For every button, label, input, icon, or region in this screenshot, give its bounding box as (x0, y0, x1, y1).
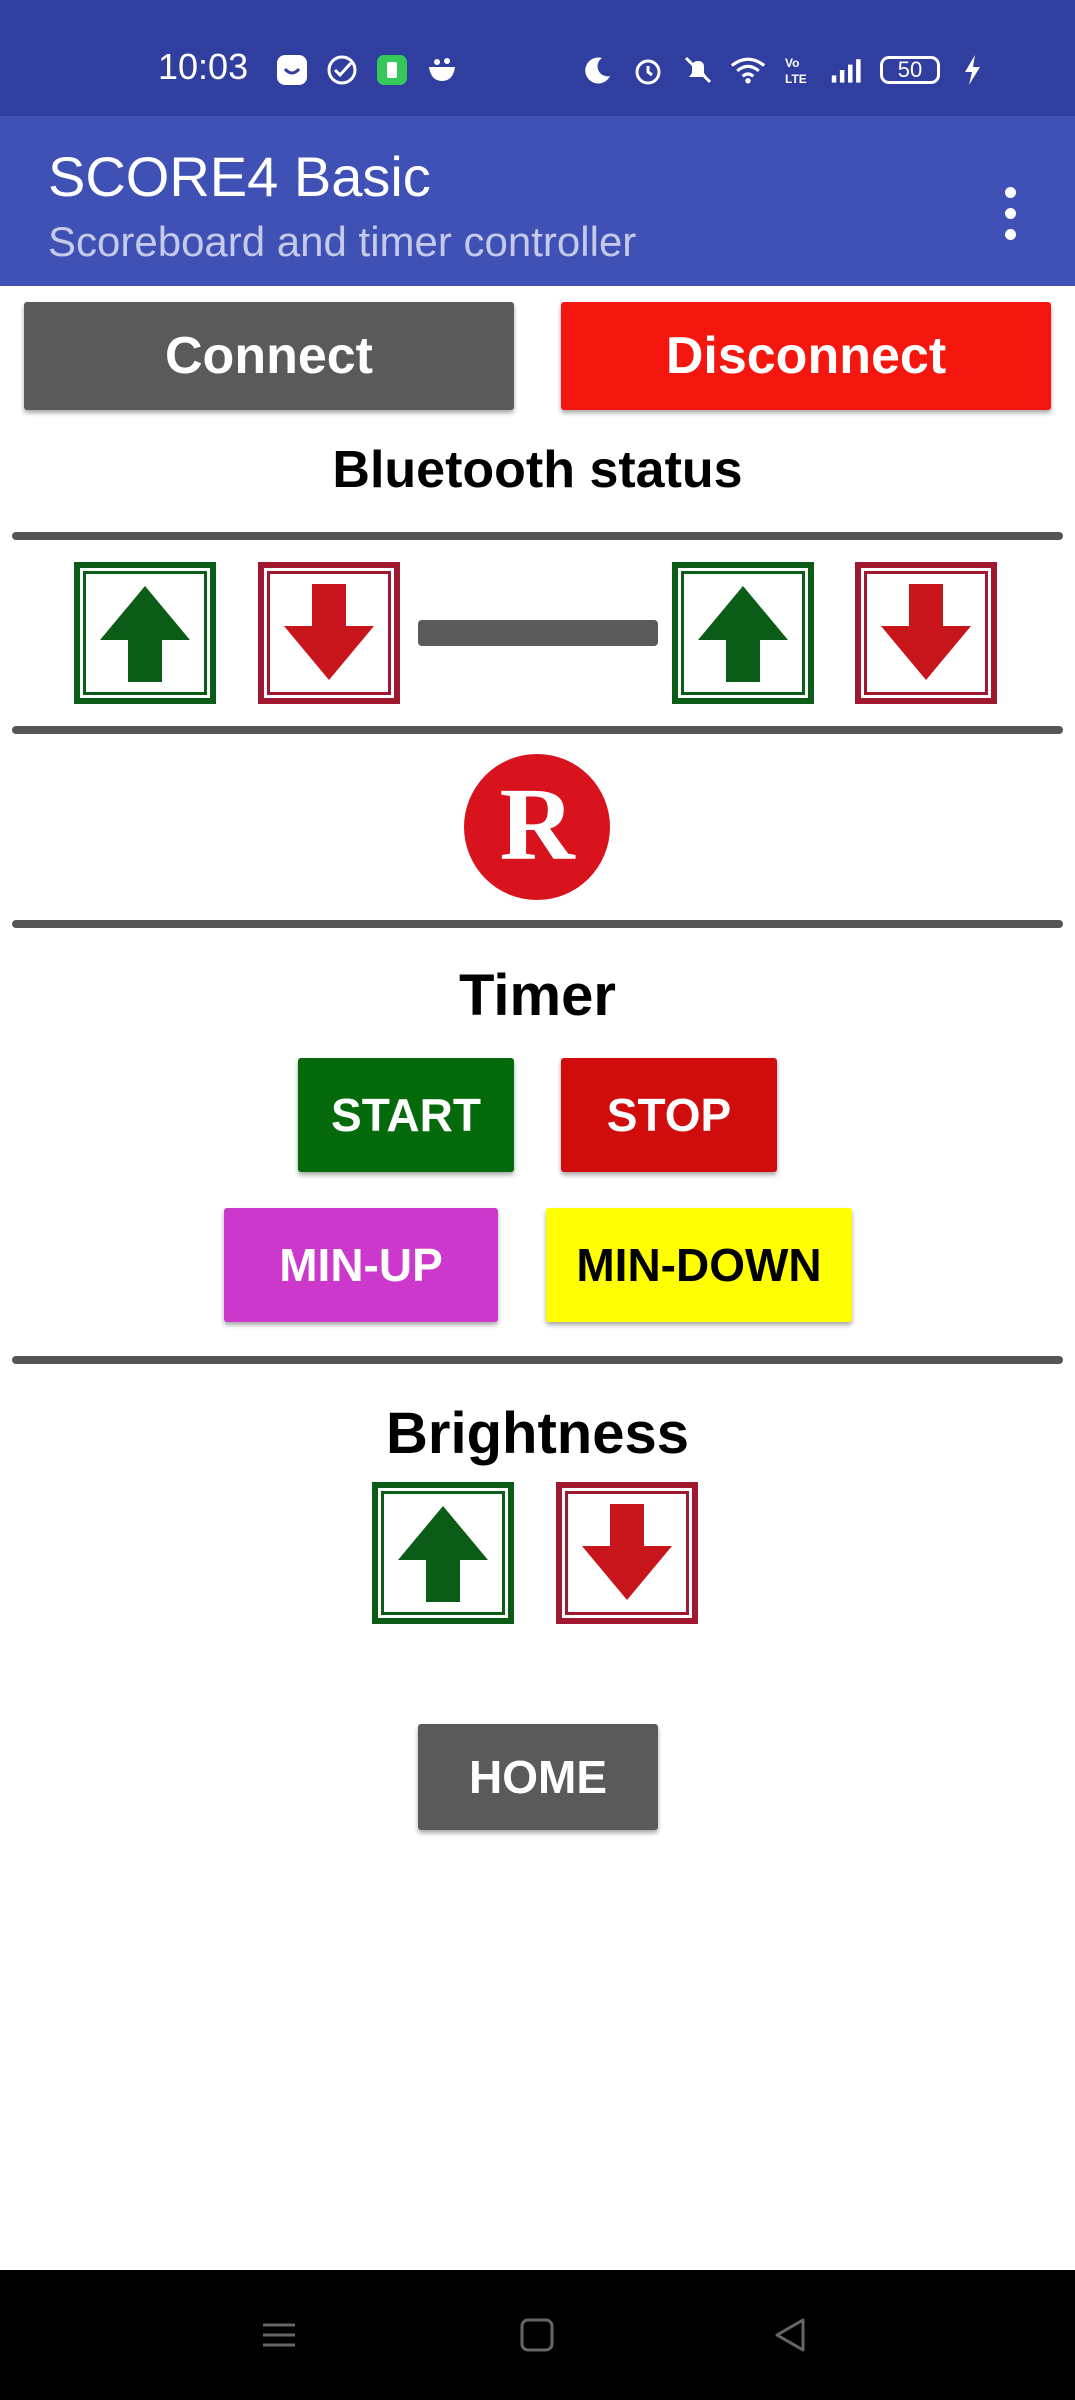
moon-icon (580, 52, 616, 88)
arrow-down-icon (284, 584, 374, 680)
arrow-up-icon (100, 586, 190, 682)
brightness-title: Brightness (386, 1401, 689, 1466)
brightness-up-button[interactable] (372, 1482, 514, 1624)
menu-icon[interactable] (254, 2310, 304, 2360)
divider (12, 920, 1063, 928)
signal-icon (830, 52, 866, 88)
reset-logo-button[interactable]: R (464, 754, 610, 900)
check-circle-icon (324, 52, 360, 88)
status-time: 10:03 (158, 46, 249, 87)
bowl-app-icon (424, 52, 460, 88)
alarm-icon (630, 52, 666, 88)
battery-indicator: 50 (880, 56, 940, 84)
min-up-button[interactable]: MIN-UP (224, 1208, 498, 1322)
home-button[interactable]: HOME (418, 1724, 658, 1830)
arrow-up-icon (398, 1506, 488, 1602)
disconnect-button[interactable]: Disconnect (561, 302, 1051, 410)
divider (12, 1356, 1063, 1364)
overflow-menu-icon[interactable] (980, 168, 1040, 258)
arrow-down-icon (582, 1504, 672, 1600)
mute-icon (680, 52, 716, 88)
timer-title: Timer (459, 963, 616, 1028)
divider (12, 726, 1063, 734)
start-button[interactable]: START (298, 1058, 514, 1172)
home-score-up-button[interactable] (74, 562, 216, 704)
svg-text:LTE: LTE (785, 72, 807, 86)
arrow-down-icon (881, 584, 971, 680)
home-score-down-button[interactable] (258, 562, 400, 704)
score-separator (418, 620, 658, 646)
connect-button[interactable]: Connect (24, 302, 514, 410)
app-subtitle: Scoreboard and timer controller (48, 218, 637, 265)
brightness-down-button[interactable] (556, 1482, 698, 1624)
wifi-icon (730, 52, 766, 88)
bluetooth-status-label: Bluetooth status (332, 441, 743, 499)
logo-letter: R (499, 767, 575, 882)
guest-score-down-button[interactable] (855, 562, 997, 704)
arrow-up-icon (698, 586, 788, 682)
home-square-icon[interactable] (512, 2310, 562, 2360)
back-triangle-icon[interactable] (766, 2310, 816, 2360)
guest-score-up-button[interactable] (672, 562, 814, 704)
min-down-button[interactable]: MIN-DOWN (546, 1208, 852, 1322)
status-left-icons (274, 52, 460, 88)
notification-app-icon (274, 52, 310, 88)
charging-icon (954, 52, 990, 88)
stop-button[interactable]: STOP (561, 1058, 777, 1172)
app-green-icon (374, 52, 410, 88)
app-bar: SCORE4 Basic Scoreboard and timer contro… (0, 116, 1075, 286)
app-title: SCORE4 Basic (48, 145, 431, 208)
svg-text:Vo: Vo (785, 56, 799, 70)
system-nav-bar (0, 2270, 1075, 2400)
divider (12, 532, 1063, 540)
